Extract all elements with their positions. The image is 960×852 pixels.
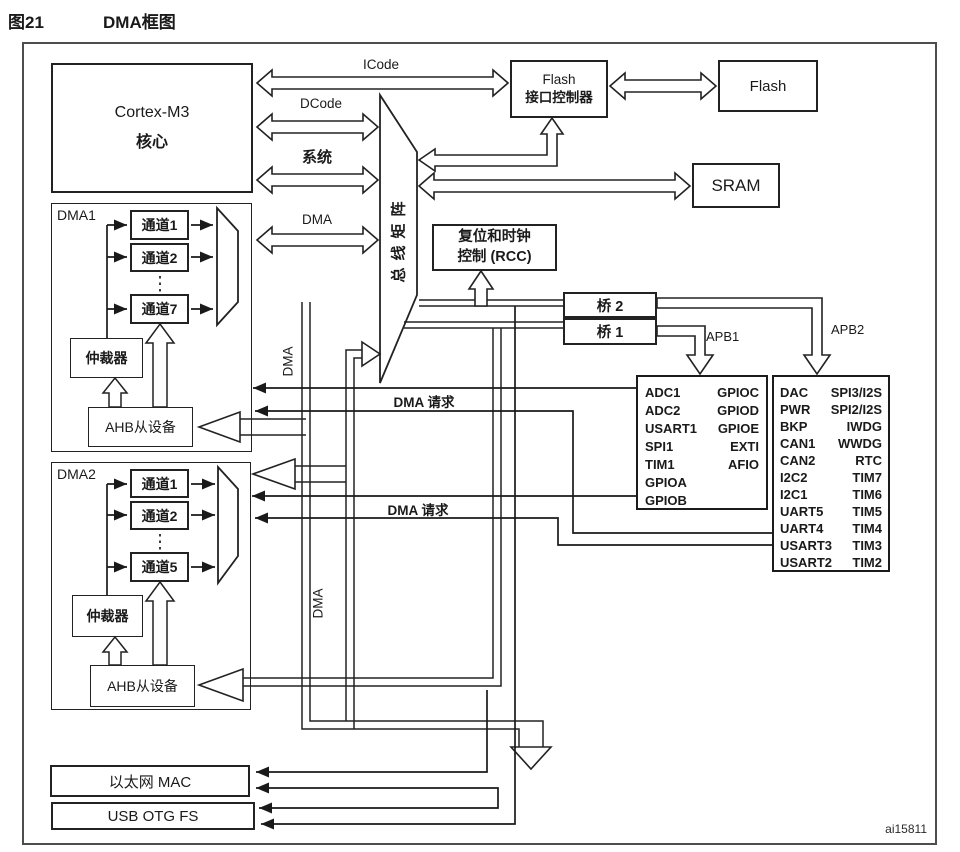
- rcc-arrow: [467, 269, 495, 307]
- peripheral-item: USART1: [645, 421, 698, 436]
- dma-request-label-2: DMA 请求: [387, 503, 449, 518]
- peripheral-item: BKP: [780, 419, 808, 434]
- dcode-bus-label: DCode: [290, 96, 352, 111]
- dma-request-lines: [252, 306, 772, 830]
- peripheral-item: I2C2: [780, 470, 808, 485]
- peripheral-item: AFIO: [727, 457, 759, 472]
- dma1-mux-shape: [216, 205, 239, 328]
- peripheral-item: I2C1: [780, 487, 808, 502]
- icode-bus-label: ICode: [350, 57, 412, 72]
- figure-title: DMA框图: [103, 13, 176, 32]
- bridge1-box: 桥 1: [563, 318, 657, 345]
- peripheral-item: GPIOA: [645, 475, 687, 490]
- peripheral-item: USART3: [780, 538, 833, 553]
- dma-vertical-label-1: DMA: [280, 346, 296, 377]
- flash-if-line2: 接口控制器: [525, 90, 593, 105]
- dma2-arbiter-box: 仲裁器: [72, 595, 143, 637]
- peripheral-item: GPIOC: [717, 385, 759, 400]
- peripheral-item: USART2: [780, 555, 833, 570]
- bus-matrix-label: 总线矩阵: [390, 194, 408, 283]
- rcc-line2: 控制 (RCC): [457, 248, 532, 265]
- apb1-arrow: [656, 325, 715, 376]
- peripheral-item: UART4: [780, 521, 824, 536]
- peripheral-item: RTC: [855, 453, 882, 468]
- usb-otg-box: USB OTG FS: [51, 802, 255, 830]
- peripheral-item: SPI1: [645, 439, 674, 454]
- dma2-box: [51, 462, 251, 710]
- dma2-ahb-slave-box: AHB从设备: [90, 665, 195, 707]
- double-arrows: [255, 68, 718, 255]
- peripheral-item: GPIOD: [717, 403, 759, 418]
- dma1-channel2-box: 通道2: [130, 243, 189, 272]
- peripheral-item: CAN2: [780, 453, 816, 468]
- image-ref-label: ai15811: [885, 822, 927, 836]
- peripheral-item: TIM3: [852, 538, 882, 553]
- dma1-ahb-slave-box: AHB从设备: [88, 407, 193, 447]
- peripheral-item: ADC2: [645, 403, 681, 418]
- apb2-peripherals-box: DAC PWR BKP CAN1 CAN2 I2C2 I2C1 UART5 UA…: [772, 375, 890, 572]
- dma-vertical-label-2: DMA: [310, 588, 326, 619]
- system-bus-label: 系统: [286, 146, 348, 167]
- apb2-left-column: DAC PWR BKP CAN1 CAN2 I2C2 I2C1 UART5 UA…: [780, 377, 832, 570]
- dma2-channel2-box: 通道2: [130, 501, 189, 530]
- dma-channel-lines: [106, 219, 215, 595]
- apb2-arrow: [656, 297, 832, 376]
- dma1-channel1-box: 通道1: [130, 210, 189, 240]
- flash-interface-box: Flash 接口控制器: [510, 60, 608, 118]
- bridge-bus-wires: [240, 299, 563, 747]
- rcc-line1: 复位和时钟: [458, 228, 531, 245]
- dma2-channel1-box: 通道1: [130, 469, 189, 498]
- diagram-frame: [22, 42, 937, 845]
- flash-if-line1: Flash: [542, 72, 576, 88]
- peripheral-item: IWDG: [846, 419, 882, 434]
- peripheral-item: TIM7: [852, 470, 882, 485]
- apb1-right-column: GPIOC GPIOD GPIOE EXTI AFIO: [717, 377, 759, 508]
- peripheral-item: TIM4: [852, 521, 882, 536]
- cortex-m3-box: Cortex-M3 核心: [51, 63, 253, 193]
- apb1-peripherals-box: ADC1 ADC2 USART1 SPI1 TIM1 GPIOA GPIOB G…: [636, 375, 768, 510]
- peripheral-item: CAN1: [780, 436, 816, 451]
- dma-request-label-1: DMA 请求: [393, 395, 455, 410]
- peripheral-item: DAC: [780, 385, 809, 400]
- dma2-mux-shape: [217, 464, 239, 586]
- peripheral-item: UART5: [780, 504, 824, 519]
- apb1-left-column: ADC1 ADC2 USART1 SPI1 TIM1 GPIOA GPIOB: [645, 377, 697, 508]
- peripheral-item: ADC1: [645, 385, 681, 400]
- cortex-line2: 核心: [135, 134, 168, 151]
- cortex-line1: Cortex-M3: [114, 104, 190, 121]
- peripheral-item: TIM2: [852, 555, 882, 570]
- dma2-label: DMA2: [57, 466, 96, 482]
- dma-bus-label: DMA: [286, 212, 348, 227]
- dma2-channel5-box: 通道5: [130, 552, 189, 582]
- dma1-box: [51, 203, 252, 452]
- peripheral-item: EXTI: [730, 439, 759, 454]
- peripheral-item: TIM6: [852, 487, 882, 502]
- peripheral-item: TIM1: [645, 457, 675, 472]
- hollow-arrowheads: [196, 340, 553, 771]
- figure-number: 图21: [8, 13, 44, 32]
- dma1-label: DMA1: [57, 207, 96, 223]
- peripheral-item: GPIOB: [645, 493, 687, 508]
- peripheral-item: PWR: [780, 402, 811, 417]
- dma1-channel7-box: 通道7: [130, 294, 189, 324]
- flash-box: Flash: [718, 60, 818, 112]
- bridge2-box: 桥 2: [563, 292, 657, 318]
- peripheral-item: SPI3/I2S: [830, 385, 882, 400]
- peripheral-item: GPIOE: [717, 421, 759, 436]
- apb1-label: APB1: [706, 329, 740, 344]
- rcc-box: 复位和时钟 控制 (RCC): [432, 224, 557, 271]
- peripheral-item: SPI2/I2S: [830, 402, 882, 417]
- apb2-right-column: SPI3/I2S SPI2/I2S IWDG WWDG RTC TIM7 TIM…: [831, 377, 882, 570]
- dma1-arbiter-box: 仲裁器: [70, 338, 143, 378]
- sram-box: SRAM: [692, 163, 780, 208]
- apb2-label: APB2: [831, 322, 865, 337]
- peripheral-item: TIM5: [852, 504, 882, 519]
- bus-matrix-shape: [379, 91, 418, 384]
- matrix-flashif-arrow: [417, 116, 565, 173]
- ethernet-mac-box: 以太网 MAC: [50, 765, 250, 797]
- peripheral-item: WWDG: [837, 436, 882, 451]
